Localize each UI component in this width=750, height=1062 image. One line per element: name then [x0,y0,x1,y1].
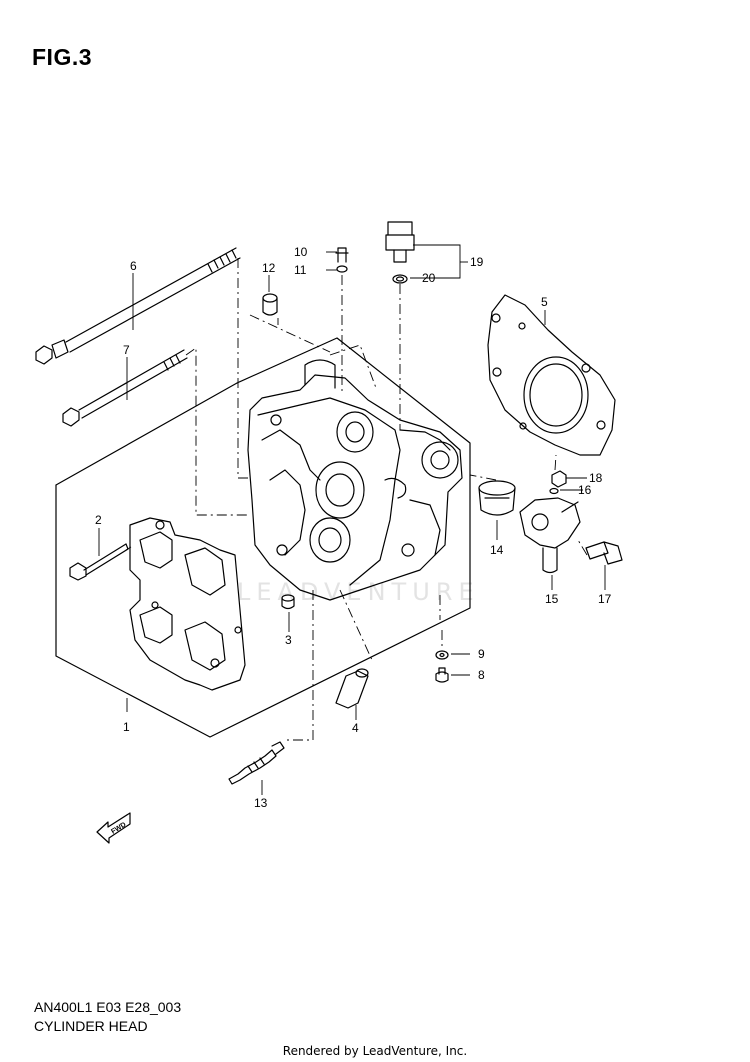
callout-15: 15 [545,592,559,606]
callout-17: 17 [598,592,612,606]
callout-8: 8 [478,668,485,682]
fwd-arrow-icon [96,812,131,844]
head-gasket-5 [487,294,616,456]
callout-19: 19 [470,255,484,269]
leader-lines [98,244,606,795]
bolt-8 [435,667,449,683]
washer-11 [336,265,348,273]
callout-18: 18 [589,471,603,485]
figure-code: AN400L1 E03 E28_003 [34,999,182,1015]
washer-9 [435,650,449,660]
dowel-pin-3 [281,594,295,610]
footer-credit: Rendered by LeadVenture, Inc. [282,1044,468,1058]
stud-17 [585,541,623,565]
stud-bolt-7 [62,349,188,427]
hidden-lines [185,258,588,741]
sensor-19 [385,221,415,263]
callout-4: 4 [352,721,359,735]
sleeve-4 [335,668,369,709]
callout-6: 6 [130,259,137,273]
bolt-18 [551,470,567,488]
dowel-12 [262,293,278,316]
figure-title: FIG.3 [32,44,93,70]
callout-20: 20 [422,271,436,285]
thermostat-housing-15 [519,497,581,574]
callout-numbers: 1 2 3 4 5 6 7 8 9 10 11 12 13 14 15 16 1… [95,245,612,836]
thermostat-14 [478,480,516,516]
stud-bolt-6 [35,247,241,365]
callout-1: 1 [123,720,130,734]
o-ring-20 [392,274,408,284]
callout-14: 14 [490,543,504,557]
callout-5: 5 [541,295,548,309]
callout-11: 11 [294,263,307,277]
callout-7: 7 [123,343,130,357]
cylinder-head-body [247,359,463,601]
bolt-2 [69,543,129,581]
spark-plug-13 [228,741,285,785]
callout-9: 9 [478,647,485,661]
callout-12: 12 [262,261,276,275]
callout-16: 16 [578,483,592,497]
callout-3: 3 [285,633,292,647]
figure-caption: CYLINDER HEAD [34,1018,148,1034]
assembly-outline [55,337,471,738]
callout-13: 13 [254,796,268,810]
fitting-10 [335,247,349,263]
cam-holder-part [129,517,246,691]
callout-2: 2 [95,513,102,527]
callout-10: 10 [294,245,308,259]
washer-16 [549,487,559,495]
